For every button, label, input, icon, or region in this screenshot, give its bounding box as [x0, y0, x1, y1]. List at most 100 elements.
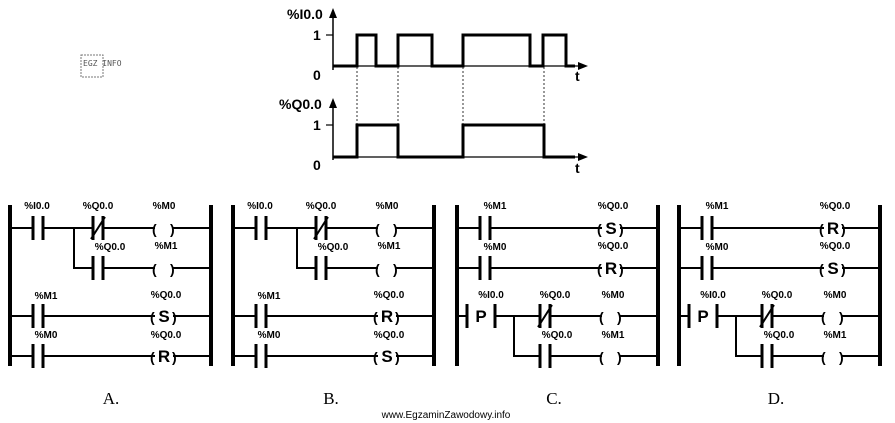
svg-text:): )	[170, 221, 175, 237]
b-r4-contact-label: %M0	[258, 330, 281, 341]
a-r4-coil-label: %Q0.0	[151, 330, 182, 341]
a-r1-coil-label: %M0	[153, 201, 176, 212]
output-signal-label: %Q0.0	[279, 96, 322, 112]
c-r3-coil-label: %M0	[602, 290, 625, 301]
d-r2-coil-type: S	[827, 259, 838, 278]
svg-text:): )	[841, 261, 846, 277]
svg-text:(: (	[150, 349, 155, 365]
d-r1-coil-label: %Q0.0	[820, 201, 851, 212]
svg-text:): )	[619, 221, 624, 237]
d-r4-coil-label: %M1	[824, 330, 847, 341]
input-high-tick: 1	[313, 27, 321, 43]
c-r3-nc-contact-label: %Q0.0	[540, 290, 571, 301]
input-low-tick: 0	[313, 67, 321, 83]
b-r1-contact-label: %I0.0	[247, 201, 273, 212]
svg-text:(: (	[599, 309, 604, 325]
c-r2-contact-label: %M0	[484, 242, 507, 253]
a-r3-contact-label: %M1	[35, 291, 58, 302]
svg-text:(: (	[821, 309, 826, 325]
svg-text:(: (	[821, 349, 826, 365]
c-r4-coil-label: %M1	[602, 330, 625, 341]
c-r1-contact-label: %M1	[484, 201, 507, 212]
d-r2-contact-label: %M0	[706, 242, 729, 253]
svg-text:(: (	[375, 261, 380, 277]
d-r3-contact-label: %I0.0	[700, 290, 726, 301]
a-r2-contact-label: %Q0.0	[95, 242, 126, 253]
svg-text:(: (	[375, 221, 380, 237]
input-waveform	[333, 33, 575, 68]
option-d-label: D.	[768, 389, 785, 408]
c-r3-contact-label: %I0.0	[478, 290, 504, 301]
a-r2-coil-label: %M1	[155, 241, 178, 252]
a-r4-contact-label: %M0	[35, 330, 58, 341]
svg-text:): )	[395, 349, 400, 365]
b-r1-nc-contact-label: %Q0.0	[306, 201, 337, 212]
b-r2-contact-label: %Q0.0	[318, 242, 349, 253]
svg-text:): )	[841, 221, 846, 237]
option-c-label: C.	[546, 389, 562, 408]
ladder-diagram-b: () %I0.0 %Q0.0 %M0 () %Q0.0 %M1 () R %M1…	[231, 201, 436, 408]
c-r1-coil-type: S	[605, 219, 616, 238]
output-waveform	[333, 123, 575, 159]
svg-text:): )	[170, 261, 175, 277]
a-r1-nc-contact-label: %Q0.0	[83, 201, 114, 212]
svg-text:): )	[839, 309, 844, 325]
b-r4-coil-type: S	[381, 347, 392, 366]
output-low-tick: 0	[313, 157, 321, 173]
ladder-diagram-d: () R %M1 %Q0.0 () S %M0 %Q0.0 P () %I0.0…	[677, 201, 882, 408]
output-high-tick: 1	[313, 117, 321, 133]
egz-info-logo: EGZ INFO	[80, 54, 122, 78]
svg-text:): )	[617, 309, 622, 325]
c-p-edge-symbol: P	[475, 307, 486, 326]
b-r3-contact-label: %M1	[258, 291, 281, 302]
b-r2-coil-label: %M1	[378, 241, 401, 252]
d-r1-coil-type: R	[827, 219, 839, 238]
a-r1-contact-label: %I0.0	[24, 201, 50, 212]
input-signal-label: %I0.0	[287, 6, 323, 22]
svg-text:): )	[617, 349, 622, 365]
c-r1-coil-label: %Q0.0	[598, 201, 629, 212]
svg-text:(: (	[599, 349, 604, 365]
c-r2-coil-label: %Q0.0	[598, 241, 629, 252]
svg-text:(: (	[373, 349, 378, 365]
svg-text:(: (	[152, 221, 157, 237]
d-r1-contact-label: %M1	[706, 201, 729, 212]
svg-text:): )	[839, 349, 844, 365]
input-timing-chart: %I0.0 1 0 t	[287, 6, 588, 84]
d-p-edge-symbol: P	[697, 307, 708, 326]
b-r3-coil-label: %Q0.0	[374, 290, 405, 301]
ladder-diagram-c: () S %M1 %Q0.0 () R %M0 %Q0.0 P () %I0.0…	[455, 201, 660, 408]
a-r4-coil-type: R	[158, 347, 170, 366]
svg-text:): )	[393, 221, 398, 237]
svg-text:(: (	[150, 309, 155, 325]
d-r4-contact-label: %Q0.0	[764, 330, 795, 341]
b-r4-coil-label: %Q0.0	[374, 330, 405, 341]
c-r4-contact-label: %Q0.0	[542, 330, 573, 341]
svg-text:(: (	[152, 261, 157, 277]
output-timing-chart: %Q0.0 1 0 t	[279, 96, 588, 176]
c-r2-coil-type: R	[605, 259, 617, 278]
svg-text:): )	[395, 309, 400, 325]
svg-text:(: (	[819, 221, 824, 237]
a-r3-coil-type: S	[158, 307, 169, 326]
d-r3-coil-label: %M0	[824, 290, 847, 301]
svg-text:(: (	[819, 261, 824, 277]
output-time-label: t	[575, 160, 580, 176]
svg-text:): )	[619, 261, 624, 277]
svg-text:): )	[172, 349, 177, 365]
svg-text:): )	[393, 261, 398, 277]
svg-text:(: (	[597, 261, 602, 277]
a-r3-coil-label: %Q0.0	[151, 290, 182, 301]
svg-text:(: (	[373, 309, 378, 325]
option-b-label: B.	[323, 389, 339, 408]
svg-text:): )	[172, 309, 177, 325]
input-time-label: t	[575, 68, 580, 84]
timing-guides	[356, 35, 545, 157]
b-r1-coil-label: %M0	[376, 201, 399, 212]
d-r3-nc-contact-label: %Q0.0	[762, 290, 793, 301]
option-a-label: A.	[103, 389, 120, 408]
b-r3-coil-type: R	[381, 307, 393, 326]
ladder-diagram-a: () %I0.0 %Q0.0 %M0 () %Q0.0 %M1 () S %M1…	[8, 201, 213, 408]
logo-text: EGZ INFO	[83, 59, 122, 68]
